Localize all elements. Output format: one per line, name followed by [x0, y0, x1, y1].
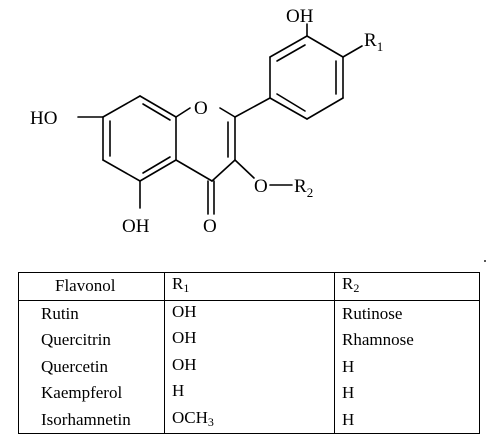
- ring-c-bonds: [175, 107, 236, 182]
- cell-r2: Rutinose: [334, 300, 480, 327]
- cell-r2: H: [334, 353, 480, 380]
- oh-label-top: OH: [286, 6, 314, 27]
- cell-r2: H: [334, 406, 480, 434]
- substituent-bonds: [77, 97, 293, 209]
- stray-dot: [484, 260, 486, 262]
- cell-r1: OH: [164, 353, 335, 380]
- flavonol-structure-diagram: HO OH R1 O O R2 OH O: [30, 6, 383, 237]
- table-row: Quercetin OH H: [18, 353, 480, 380]
- oh-label-bottom: OH: [122, 216, 150, 237]
- cell-flavonol: Quercitrin: [18, 327, 165, 354]
- table-header-row: Flavonol R1 R2: [18, 272, 480, 301]
- table-row: Kaempferol H H: [18, 380, 480, 407]
- table-row: Quercitrin OH Rhamnose: [18, 327, 480, 354]
- keto-oxygen-label: O: [203, 216, 217, 237]
- ring-oxygen-label: O: [194, 98, 208, 119]
- cell-r1: H: [164, 380, 335, 407]
- table-row: Rutin OH Rutinose: [18, 300, 480, 327]
- flavonol-table: Flavonol R1 R2 Rutin OH Rutinose Quercit…: [18, 272, 480, 434]
- cell-flavonol: Quercetin: [18, 353, 165, 380]
- r2-label: R2: [294, 176, 313, 200]
- ring-b-bonds: [269, 23, 363, 120]
- cell-r1: OH: [164, 327, 335, 354]
- cell-flavonol: Rutin: [18, 300, 165, 327]
- cell-flavonol: Isorhamnetin: [18, 406, 165, 434]
- carbonyl-bond: [207, 180, 215, 215]
- cell-r2: Rhamnose: [334, 327, 480, 354]
- header-r2: R2: [334, 272, 480, 301]
- r1-label: R1: [364, 30, 383, 54]
- ether-oxygen-label: O: [254, 176, 268, 197]
- header-flavonol: Flavonol: [18, 272, 165, 301]
- ho-label-left: HO: [30, 108, 57, 129]
- cell-flavonol: Kaempferol: [18, 380, 165, 407]
- cell-r2: H: [334, 380, 480, 407]
- table-row: Isorhamnetin OCH3 H: [18, 406, 480, 434]
- header-r1: R1: [164, 272, 335, 301]
- ring-a-bonds: [102, 95, 177, 182]
- cell-r1: OH: [164, 300, 335, 327]
- cell-r1: OCH3: [164, 406, 335, 434]
